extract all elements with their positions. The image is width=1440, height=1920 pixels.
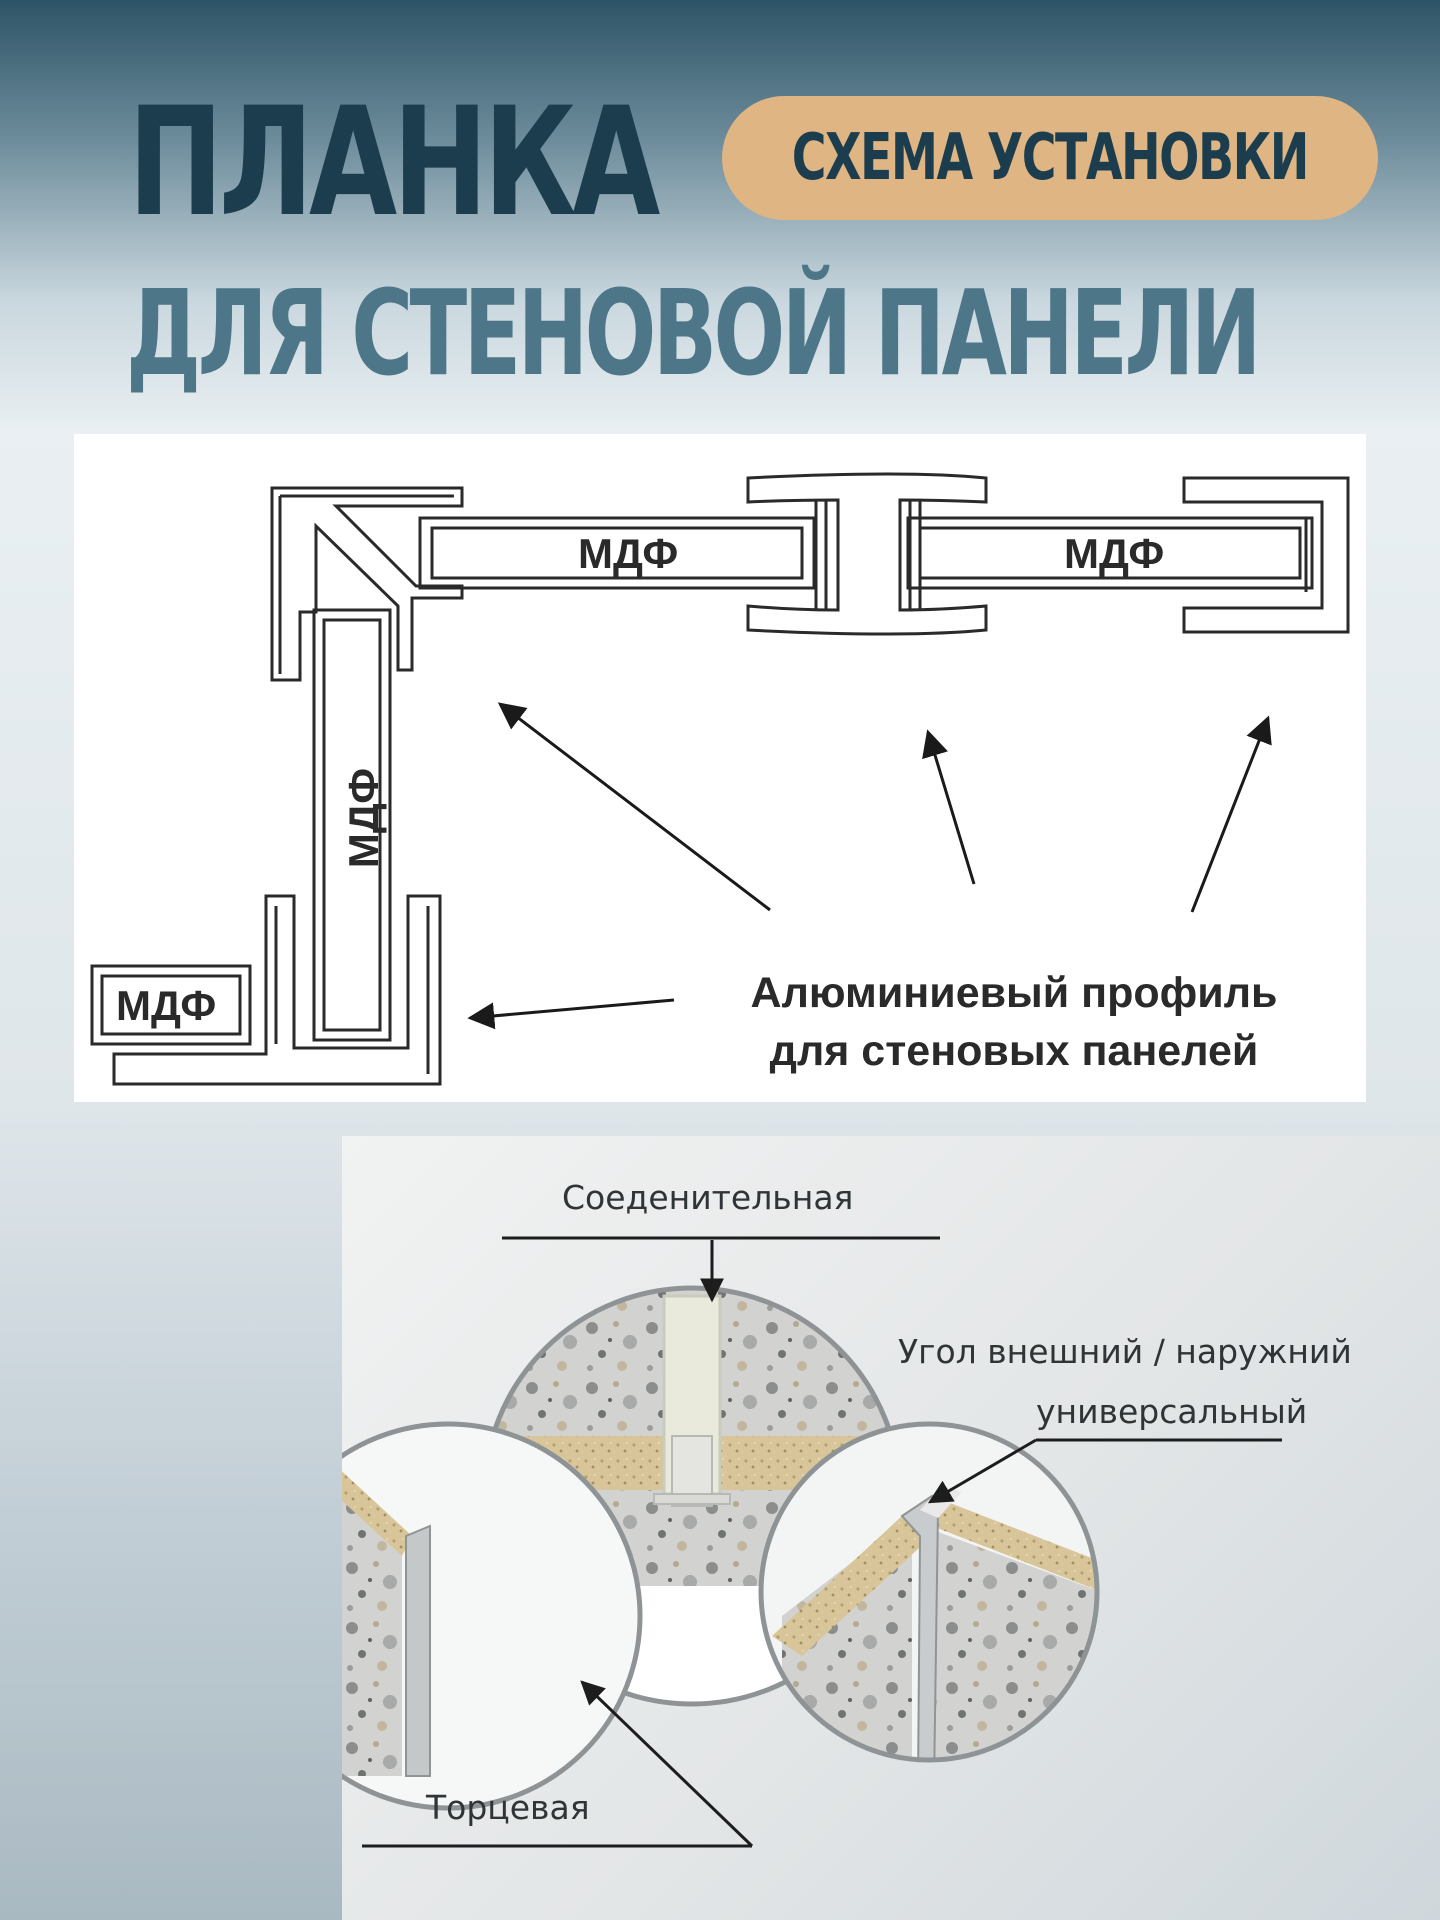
title-line-2: ДЛЯ СТЕНОВОЙ ПАНЕЛИ [126, 264, 1261, 402]
mdf-panel-4 [90, 964, 252, 1046]
arrow-corner [927, 1438, 1037, 1504]
mdf-label-1: МДФ [578, 530, 679, 577]
profiles-photo: Соеденительная Угол внешний / наружний у… [342, 1136, 1440, 1920]
mdf-label-4: МДФ [116, 982, 217, 1029]
end-profile-bottom [112, 894, 442, 1086]
mdf-label-3: МДФ [340, 767, 388, 869]
outer-corner-label-line-2: универсальный [1036, 1392, 1308, 1431]
arrow-to-end-bottom [467, 998, 675, 1030]
end-profile-right [1182, 476, 1350, 634]
arrow-to-end-right [1190, 715, 1272, 913]
mdf-panel-3 [906, 516, 1314, 590]
profile-schematic: МДФ МДФ МДФ МДФ Алюминиевый профиль для … [74, 434, 1366, 1102]
schematic-drawing [90, 472, 1350, 1086]
arrow-to-corner [497, 702, 771, 912]
mdf-panel-2 [312, 608, 392, 1042]
title-line-1: ПЛАНКА [128, 76, 660, 250]
badge-label: СХЕМА УСТАНОВКИ [791, 121, 1310, 195]
caption-line-2: для стеновых панелей [769, 1027, 1259, 1075]
end-profile-label: Торцевая [426, 1788, 590, 1827]
aluminium-profile-caption: Алюминиевый профиль для стеновых панелей [694, 964, 1334, 1080]
arrow-end [580, 1680, 754, 1848]
connecting-profile [746, 472, 988, 636]
outer-corner-label-line-1: Угол внешний / наружний [898, 1332, 1352, 1371]
arrow-to-connector [922, 729, 976, 885]
mdf-label-2: МДФ [1064, 530, 1165, 577]
caption-line-1: Алюминиевый профиль [750, 969, 1278, 1017]
install-scheme-badge: СХЕМА УСТАНОВКИ [722, 96, 1378, 220]
connecting-profile-label: Соеденительная [562, 1178, 854, 1217]
corner-profile [270, 486, 464, 682]
profiles-illustration [342, 1236, 1282, 1848]
mdf-panel-1 [418, 516, 816, 590]
